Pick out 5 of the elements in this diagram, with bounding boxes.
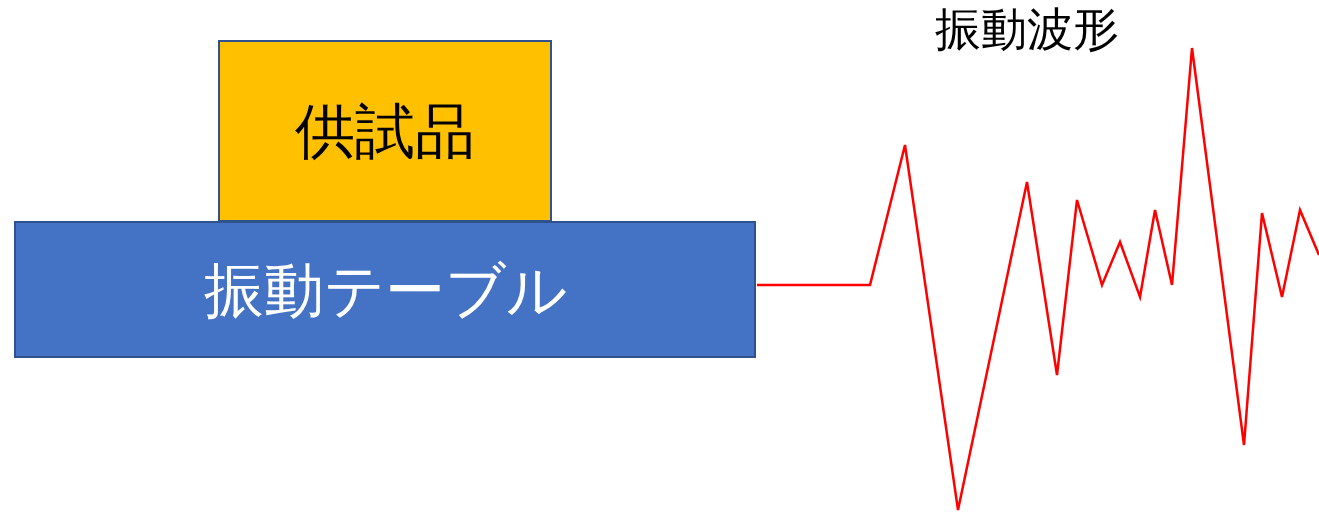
waveform-title: 振動波形	[935, 4, 1119, 55]
specimen-box	[218, 40, 552, 222]
vibration-table-box	[14, 221, 756, 358]
box-label: 供試品	[295, 98, 475, 164]
box-label: 振動テーブル	[203, 256, 567, 323]
